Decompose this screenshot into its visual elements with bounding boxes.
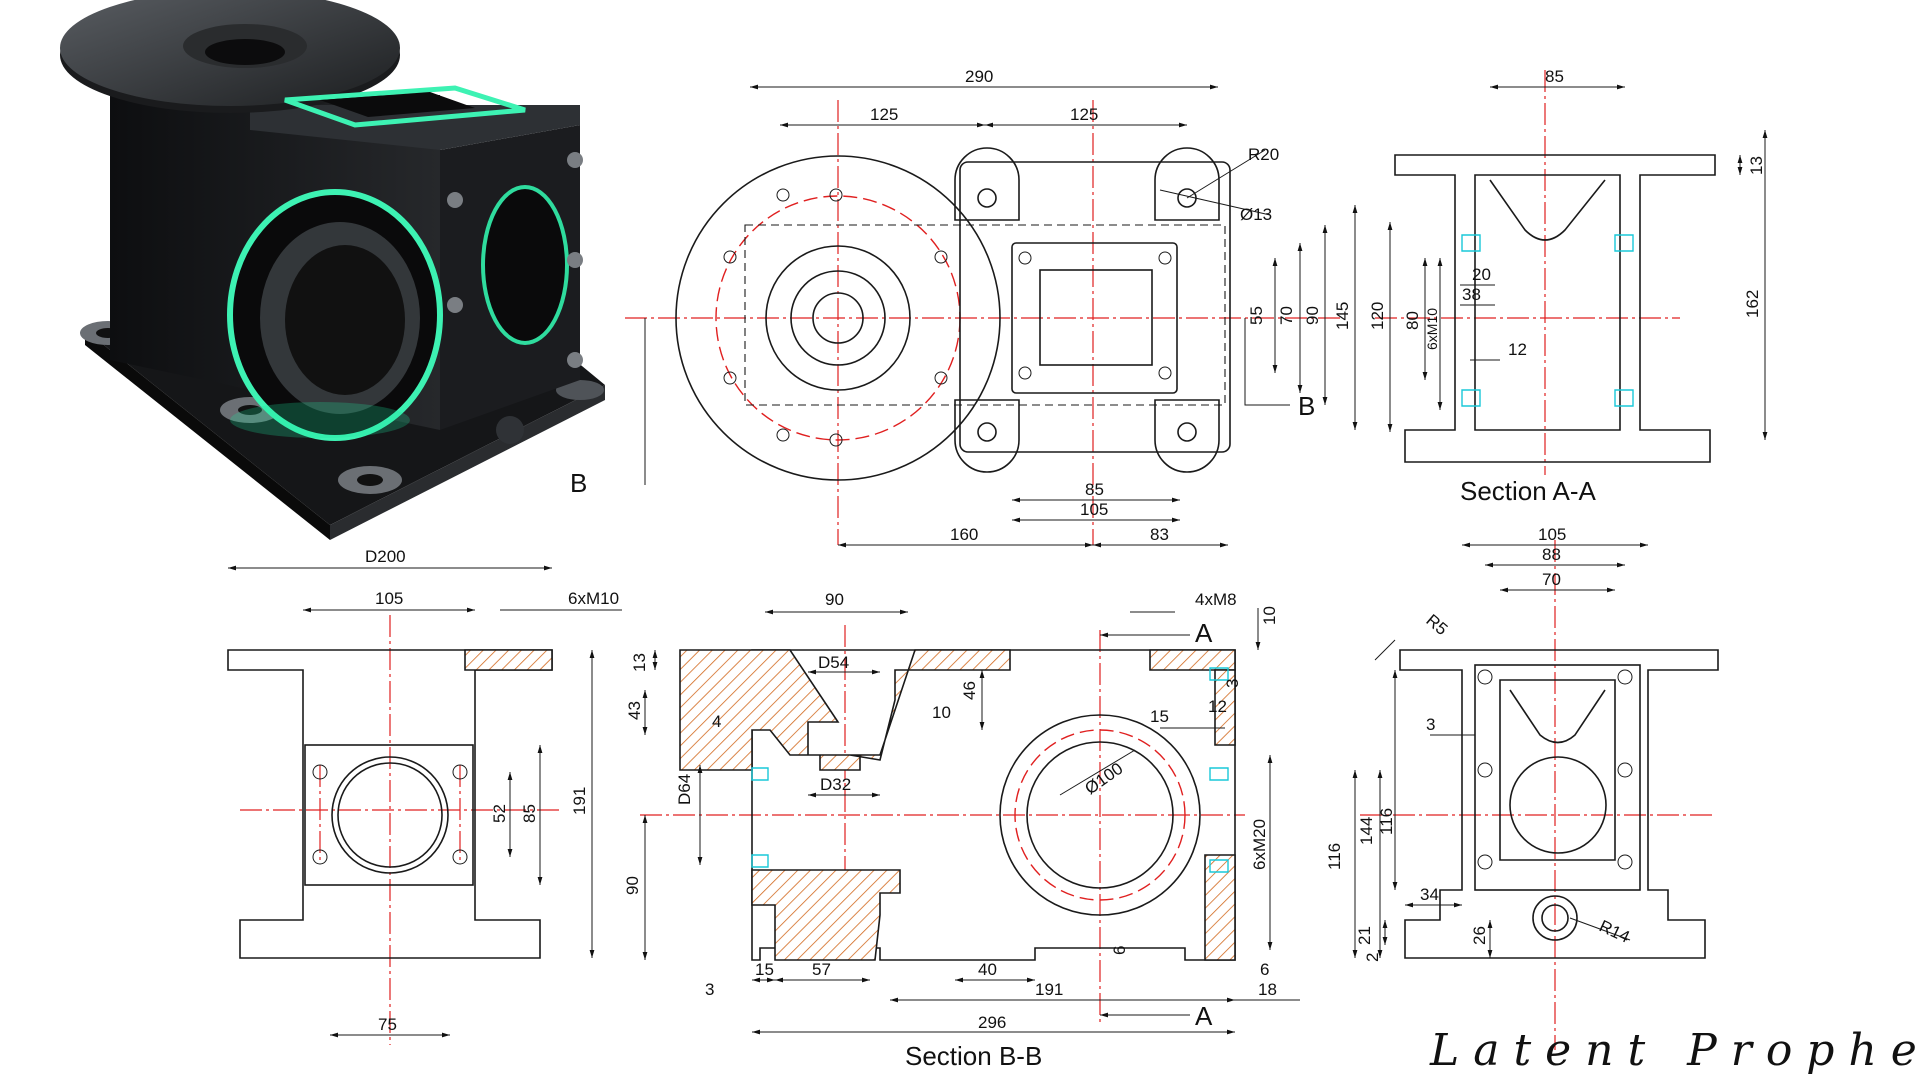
dim-label: 120	[1368, 302, 1387, 330]
dim-label: 40	[978, 960, 997, 979]
artist-signature: Latent Prophecy	[1429, 1025, 1920, 1076]
dim-label: 88	[1542, 545, 1561, 564]
section-aa-view: 85 13 162 120 80 6xM10 20 38 12 Section …	[1368, 67, 1768, 506]
dim-label: 34	[1420, 885, 1439, 904]
side-view: D200 105 6xM10 52 85 191 75	[227, 547, 622, 1045]
dim-label: R5	[1422, 611, 1451, 640]
dim-label: 3	[1223, 679, 1242, 688]
dim-label: 85	[1545, 67, 1564, 86]
dim-label: 3	[1426, 715, 1435, 734]
dim-label: 116	[1377, 808, 1396, 835]
dim-label: 6xM10	[568, 589, 619, 608]
dim-label: 162	[1743, 290, 1762, 318]
dim-label: 90	[1303, 306, 1322, 325]
dim-label: 15	[1150, 707, 1169, 726]
dim-label: 105	[375, 589, 403, 608]
dim-label: 125	[870, 105, 898, 124]
dim-label: 90	[825, 590, 844, 609]
render-3d	[60, 0, 605, 540]
dim-label: 85	[520, 804, 539, 823]
dim-label: 6	[1110, 946, 1129, 955]
dim-label: R14	[1596, 916, 1632, 946]
dim-label: R20	[1248, 145, 1279, 164]
section-marker-b: B	[1298, 391, 1315, 421]
dim-label: 12	[1508, 340, 1527, 359]
dim-label: 20	[1472, 265, 1491, 284]
dim-label: 105	[1538, 525, 1566, 544]
dim-label: D54	[818, 653, 849, 672]
dim-label: 10	[932, 703, 951, 722]
section-marker-a: A	[1195, 618, 1213, 648]
dim-label: D64	[675, 774, 694, 805]
section-marker-a: A	[1195, 1001, 1213, 1031]
dim-label: 6xM10	[1424, 308, 1440, 350]
dim-label: 2	[1363, 953, 1382, 962]
dim-label: 296	[978, 1013, 1006, 1032]
dim-label: 57	[812, 960, 831, 979]
dim-label: Ø100	[1081, 759, 1126, 798]
dim-label: 144	[1357, 817, 1376, 845]
dim-label: Ø13	[1240, 205, 1272, 224]
section-marker-b: B	[570, 468, 587, 498]
section-bb-title: Section B-B	[905, 1041, 1042, 1071]
dim-label: 26	[1470, 926, 1489, 945]
dim-label: 125	[1070, 105, 1098, 124]
dim-label: 6	[1260, 960, 1269, 979]
dim-label: 70	[1542, 570, 1561, 589]
dim-label: 13	[630, 653, 649, 672]
dim-label: 10	[1260, 606, 1279, 625]
dim-label: 52	[490, 804, 509, 823]
dim-label: 160	[950, 525, 978, 544]
end-view: 105 88 70 R5 3 144 116 116 34 21 2 26 R1…	[1325, 525, 1719, 1050]
dim-label: 145	[1333, 302, 1352, 330]
dim-label: 6xM20	[1250, 819, 1269, 870]
dim-label: 4	[712, 712, 721, 731]
dim-label: 85	[1085, 480, 1104, 499]
dim-label: 290	[965, 67, 993, 86]
dim-label: 90	[623, 876, 642, 895]
dim-label: 191	[1035, 980, 1063, 999]
dim-label: D200	[365, 547, 406, 566]
section-aa-title: Section A-A	[1460, 476, 1597, 506]
dim-label: D32	[820, 775, 851, 794]
dim-label: 18	[1258, 980, 1277, 999]
dim-label: 4xM8	[1195, 590, 1237, 609]
dim-label: 55	[1247, 306, 1266, 325]
dim-label: 80	[1403, 311, 1422, 330]
dim-label: 43	[625, 701, 644, 720]
top-view: 290 125 125 R20 Ø13 55 70 90 145 85 105 …	[570, 67, 1358, 548]
dim-label: 83	[1150, 525, 1169, 544]
dim-label: 13	[1747, 156, 1766, 175]
dim-label: 70	[1277, 306, 1296, 325]
dim-label: 38	[1462, 285, 1481, 304]
dim-label: 15	[755, 960, 774, 979]
dim-label: 21	[1355, 926, 1374, 945]
section-bb-view: 90 4xM8 10 13 43 4 D54 46 10 D64 D32 15 …	[623, 590, 1300, 1071]
dim-label: 105	[1080, 500, 1108, 519]
dim-label: 116	[1325, 843, 1344, 870]
dim-label: 3	[705, 980, 714, 999]
dim-label: 75	[378, 1015, 397, 1034]
dim-label: 12	[1208, 697, 1227, 716]
dim-label: 46	[960, 681, 979, 700]
dim-label: 191	[570, 787, 589, 815]
